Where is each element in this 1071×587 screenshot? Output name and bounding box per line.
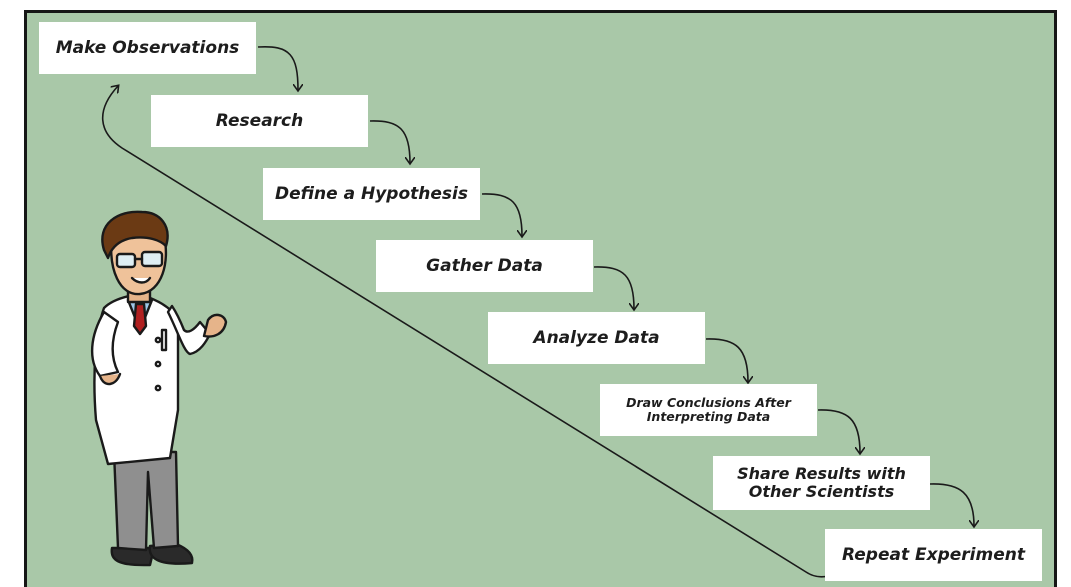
step-draw-conclusions: Draw Conclusions After Interpreting Data (600, 384, 817, 436)
step-gather-data: Gather Data (376, 240, 593, 292)
step-make-observations: Make Observations (39, 22, 256, 74)
step-research: Research (151, 95, 368, 147)
step-share-results: Share Results with Other Scientists (713, 456, 930, 510)
step-repeat-experiment: Repeat Experiment (825, 529, 1042, 581)
step-analyze-data: Analyze Data (488, 312, 705, 364)
step-define-hypothesis: Define a Hypothesis (263, 168, 480, 220)
